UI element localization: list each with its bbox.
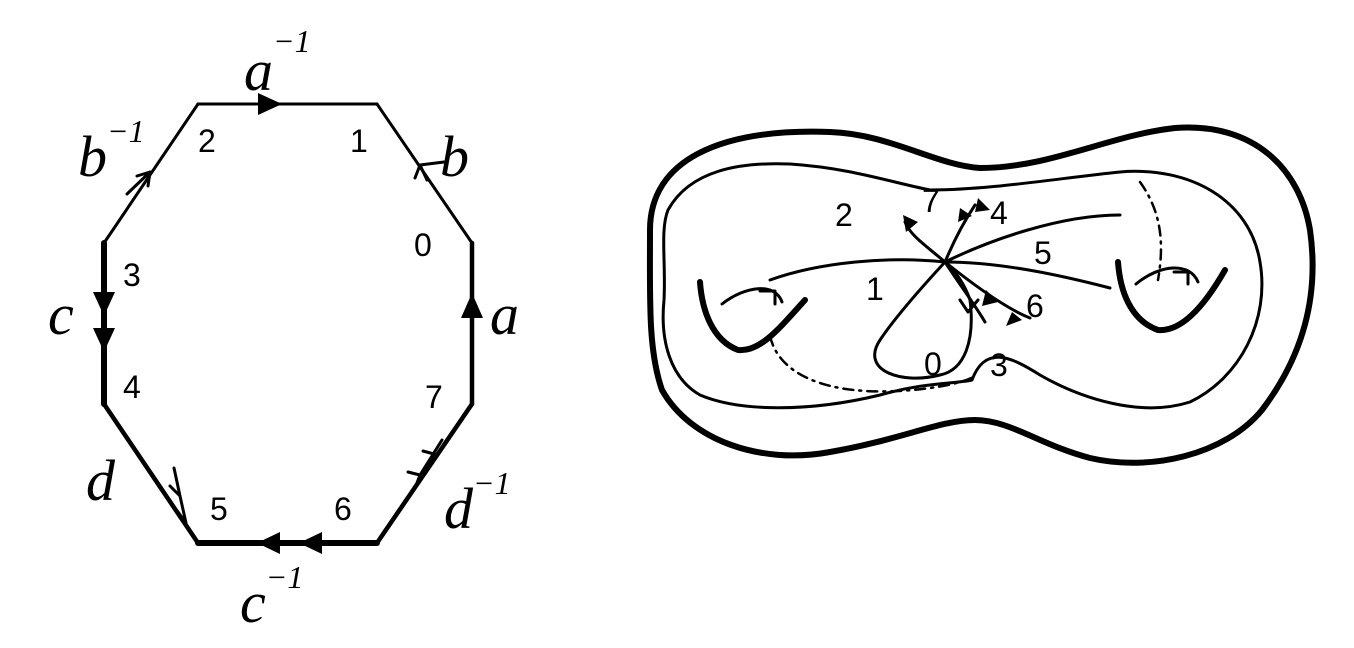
label-a-inverse: a−1 [244, 23, 311, 103]
vertex-0: 0 [414, 227, 432, 263]
arrow-b [413, 160, 446, 182]
arrow-path-4 [975, 198, 990, 212]
surface-outline [646, 124, 1316, 466]
curve-7 [943, 203, 977, 264]
arrow-d-inverse-1 [406, 438, 444, 490]
path-label-2: 2 [835, 197, 853, 233]
hidden-curve-right [1138, 180, 1163, 282]
vertex-2: 2 [198, 123, 216, 159]
curve-4 [943, 213, 1122, 264]
vertex-1: 1 [350, 123, 368, 159]
label-b-inverse: b−1 [78, 113, 145, 189]
curve-2 [903, 220, 947, 264]
curve-1 [768, 258, 947, 282]
arrow-c-1 [93, 292, 115, 316]
label-c-inverse: c−1 [240, 559, 303, 635]
right-handle-tick [1172, 270, 1190, 286]
hidden-curve-left [768, 334, 977, 393]
arrow-path-7 [958, 208, 972, 222]
label-a: a [490, 282, 519, 347]
curve-5 [943, 260, 1112, 290]
label-c: c [48, 282, 74, 347]
path-label-3: 3 [990, 347, 1008, 383]
label-d-inverse: d−1 [444, 465, 511, 541]
vertex-5: 5 [210, 491, 228, 527]
surface-diagram: 0 1 2 3 4 5 6 7 [646, 124, 1316, 466]
path-label-6: 6 [1026, 288, 1044, 324]
edge-d-inverse [374, 401, 475, 546]
octagon-diagram: a−1 b−1 b c a d d−1 c−1 0 1 2 3 4 5 6 7 [48, 23, 519, 635]
arrow-path-3 [982, 290, 998, 306]
path-label-0: 0 [924, 346, 942, 382]
arrow-d [168, 466, 188, 525]
label-b: b [440, 124, 469, 189]
arrow-b-inverse [125, 170, 152, 196]
curve-6 [943, 260, 1032, 320]
path-label-5: 5 [1034, 235, 1052, 271]
arrow-d-inverse-2 [421, 449, 436, 468]
arrow-path-2 [903, 215, 918, 232]
arrow-c-inverse-2 [299, 532, 322, 554]
left-handle-upper [720, 287, 784, 306]
path-label-1: 1 [866, 271, 884, 307]
arrow-c-inverse-1 [257, 532, 280, 554]
curve-3 [943, 260, 987, 324]
vertex-3: 3 [123, 257, 141, 293]
arrow-a-inverse [258, 93, 282, 115]
vertex-7: 7 [425, 379, 443, 415]
arrow-path-0 [958, 298, 980, 314]
path-label-7: 7 [922, 183, 940, 219]
arrow-c-2 [93, 328, 115, 352]
left-handle-lower [697, 279, 808, 354]
right-handle-upper [1134, 266, 1200, 286]
arrow-a [461, 293, 483, 318]
vertex-4: 4 [123, 369, 141, 405]
label-d: d [86, 448, 116, 513]
right-handle-lower [1115, 259, 1228, 334]
path-label-4: 4 [990, 195, 1008, 231]
left-handle-tick [758, 289, 777, 306]
vertex-6: 6 [334, 491, 352, 527]
arrow-path-6 [1006, 312, 1022, 326]
inner-loop [661, 162, 1264, 410]
